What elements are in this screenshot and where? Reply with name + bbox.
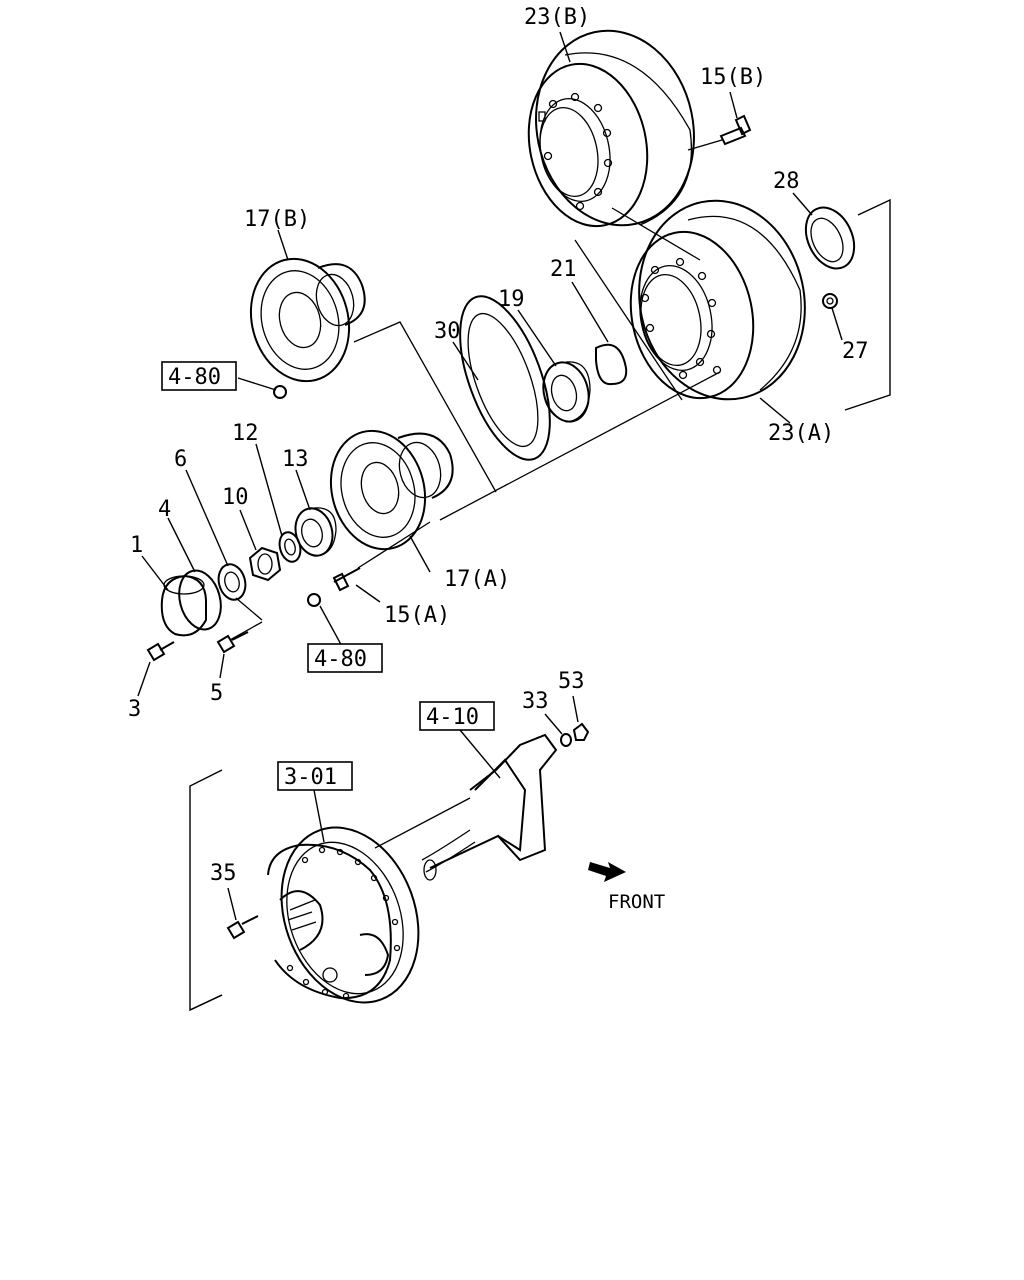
ref-box-4-10[interactable]: 4-10 (419, 701, 495, 731)
ref-box-4-80-bottom[interactable]: 4-80 (307, 643, 383, 673)
hub-cap-1 (160, 574, 207, 637)
label-53: 53 (558, 669, 585, 694)
wheel-hub-17b (249, 257, 366, 383)
label-21: 21 (550, 257, 577, 282)
label-19: 19 (498, 287, 525, 312)
nut-27 (822, 293, 838, 309)
stud-15a (307, 567, 361, 607)
bearing-19 (542, 361, 591, 423)
brake-drum-23a (629, 199, 806, 401)
label-13: 13 (282, 447, 309, 472)
ref-4-10-text: 4-10 (426, 705, 479, 730)
front-arrow-icon (588, 862, 626, 882)
label-6: 6 (174, 447, 187, 472)
label-4: 4 (158, 497, 171, 522)
label-23b: 23(B) (524, 5, 590, 30)
label-35: 35 (210, 861, 237, 886)
label-23a: 23(A) (768, 421, 834, 446)
washer-33 (560, 733, 572, 747)
label-33: 33 (522, 689, 549, 714)
label-12: 12 (232, 421, 259, 446)
brake-drum-23b (527, 29, 695, 228)
ref-4-80-top-text: 4-80 (168, 365, 221, 390)
abs-ring-30 (459, 295, 551, 461)
ref-box-3-01[interactable]: 3-01 (277, 761, 353, 791)
label-30: 30 (434, 319, 461, 344)
label-15a: 15(A) (384, 603, 450, 628)
label-1: 1 (130, 533, 143, 558)
steering-knuckle (421, 733, 558, 881)
bearing-13 (294, 507, 337, 557)
nut-10 (248, 546, 282, 582)
label-15b: 15(B) (700, 65, 766, 90)
label-28: 28 (773, 169, 800, 194)
nut-4-80-top (273, 385, 287, 399)
ref-3-01-text: 3-01 (284, 765, 337, 790)
label-5: 5 (210, 681, 223, 706)
wheel-hub-17a (329, 429, 454, 551)
hub-cap-gasket-4 (178, 569, 222, 631)
lock-ring-21 (595, 343, 628, 386)
front-label: FRONT (608, 891, 665, 913)
label-27: 27 (842, 339, 869, 364)
ref-4-80-bottom-text: 4-80 (314, 647, 367, 672)
hub-bolt-15b (719, 114, 752, 146)
label-17b: 17(B) (244, 207, 310, 232)
bolt-5 (216, 631, 249, 654)
brake-backing-plate-assembly (267, 826, 420, 1004)
label-17a: 17(A) (444, 567, 510, 592)
nut-53 (572, 722, 590, 741)
label-3: 3 (128, 697, 141, 722)
label-10: 10 (222, 485, 249, 510)
oil-seal-28 (804, 206, 856, 270)
ref-box-4-80-top[interactable]: 4-80 (161, 361, 237, 391)
bolt-35 (226, 915, 259, 940)
bolt-3 (146, 641, 175, 662)
leader-lines (137, 31, 843, 1012)
washer-12 (278, 531, 302, 563)
